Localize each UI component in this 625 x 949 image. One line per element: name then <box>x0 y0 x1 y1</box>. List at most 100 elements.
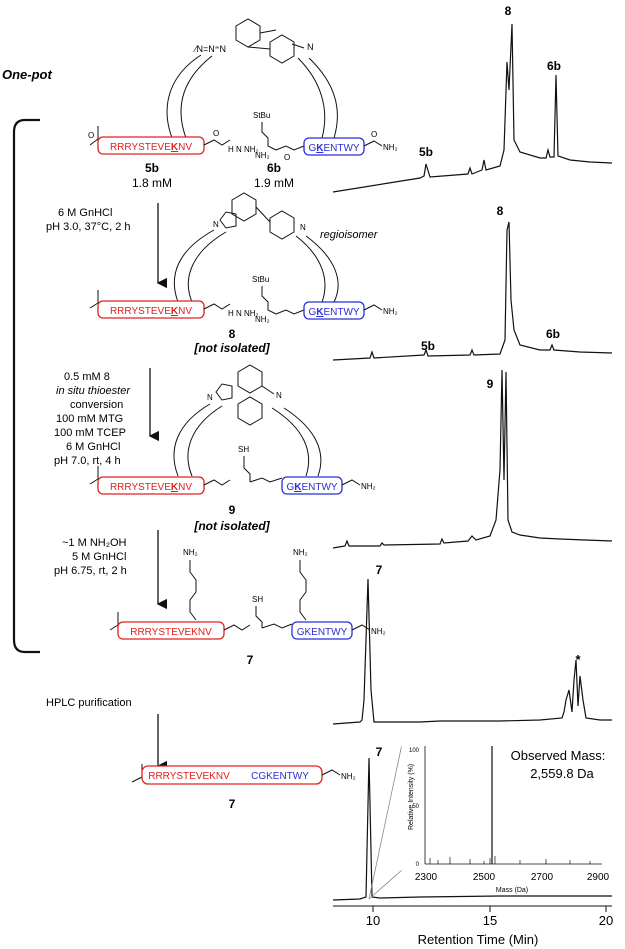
svg-text:0: 0 <box>416 862 420 868</box>
azide-label: ⁄N=N⁼N <box>193 44 226 54</box>
svg-text:pH 7.0, rt, 4 h: pH 7.0, rt, 4 h <box>54 455 121 467</box>
svg-text:2300: 2300 <box>415 872 438 883</box>
svg-text:100: 100 <box>409 748 420 754</box>
chromatograms <box>332 23 613 901</box>
svg-text:O: O <box>284 153 290 162</box>
t1-peak-8: 8 <box>505 4 512 18</box>
conc-5b: 1.8 mM <box>132 176 172 190</box>
regioisomer-label: regioisomer <box>320 229 379 241</box>
trace-4 <box>332 578 612 725</box>
trace-5 <box>332 757 612 901</box>
trace-3 <box>332 369 613 549</box>
t2-peak-5b: 5b <box>421 339 435 353</box>
svg-text:SH: SH <box>252 595 263 604</box>
note-8: [not isolated] <box>193 341 270 355</box>
t2-peak-8: 8 <box>497 204 504 218</box>
svg-text:2700: 2700 <box>531 872 554 883</box>
row4-structure: NH₂ NH₂ RRRYSTEVEKNV SH GKENTWY NH₂ 7 <box>109 548 386 667</box>
peptide-9-red-seq: RRRYSTEVEKNV <box>110 482 192 493</box>
svg-text:0.5 mM 8: 0.5 mM 8 <box>64 371 110 383</box>
peptide-7a-blue-seq: GKENTWY <box>297 627 348 638</box>
stbu-6b: StBu <box>253 111 270 120</box>
x-tick-15: 15 <box>483 913 497 928</box>
x-tick-10: 10 <box>366 913 380 928</box>
svg-text:6 M GnHCl: 6 M GnHCl <box>58 207 112 219</box>
row3-structure: N N RRRYSTEVEKNV SH GKENTWY NH₂ 9 [not i… <box>89 364 376 533</box>
x-tick-20: 20 <box>599 913 613 928</box>
svg-text:NH₂: NH₂ <box>361 482 376 491</box>
label-9: 9 <box>229 503 236 517</box>
svg-text:2900: 2900 <box>587 872 610 883</box>
svg-text:N: N <box>213 220 219 229</box>
inset-xlabel: Mass (Da) <box>496 887 528 894</box>
ms-inset: 100 50 0 Relative Intensity (%) 2300 250… <box>368 743 613 900</box>
svg-text:100 mM MTG: 100 mM MTG <box>56 413 123 425</box>
svg-text:6 M GnHCl: 6 M GnHCl <box>66 441 120 453</box>
svg-text:5 M GnHCl: 5 M GnHCl <box>72 551 126 563</box>
svg-text:N: N <box>207 393 213 402</box>
svg-text:NH₂: NH₂ <box>383 307 398 316</box>
step1-conditions: 6 M GnHCl pH 3.0, 37°C, 2 h <box>46 203 168 289</box>
label-6b: 6b <box>267 161 281 175</box>
svg-text:NH₂: NH₂ <box>293 548 308 557</box>
peptide-box-8-blue <box>303 301 365 320</box>
step2-conditions: 0.5 mM 8 in situ thioester conversion 10… <box>54 368 160 467</box>
svg-text:2500: 2500 <box>473 872 496 883</box>
peptide-box-9-blue <box>281 476 343 495</box>
conc-6b: 1.9 mM <box>254 176 294 190</box>
svg-text:NH₂: NH₂ <box>255 315 270 324</box>
svg-text:O: O <box>88 131 94 140</box>
svg-text:O: O <box>213 129 219 138</box>
t4-peak-star: * <box>575 652 581 667</box>
trace-1 <box>332 23 613 193</box>
svg-text:NH₂: NH₂ <box>371 627 386 636</box>
note-9: [not isolated] <box>193 519 270 533</box>
svg-text:H N NH₂: H N NH₂ <box>228 309 259 318</box>
svg-text:NH₂: NH₂ <box>255 151 270 160</box>
observed-mass-label: Observed Mass: <box>511 748 606 763</box>
x-axis: 10 15 20 Retention Time (Min) <box>333 905 613 947</box>
observed-mass-value: 2,559.8 Da <box>530 766 594 781</box>
svg-text:N: N <box>276 391 282 400</box>
peptide-box-6b <box>303 137 365 156</box>
svg-text:~1 M NH₂OH: ~1 M NH₂OH <box>62 537 127 549</box>
t1-peak-5b: 5b <box>419 145 433 159</box>
peptide-7a-red-seq: RRRYSTEVEKNV <box>130 627 212 638</box>
t3-peak-9: 9 <box>487 377 494 391</box>
svg-text:NH₂: NH₂ <box>383 143 398 152</box>
t2-peak-6b: 6b <box>546 327 560 341</box>
peptide-box-8-red <box>97 300 205 319</box>
peptide-9-blue-seq: GKENTWY <box>286 482 337 493</box>
svg-text:StBu: StBu <box>252 275 269 284</box>
final-blue-seq: CGKENTWY <box>251 771 309 782</box>
step4-conditions: HPLC purification <box>46 697 168 772</box>
svg-text:N: N <box>300 223 306 232</box>
svg-text:conversion: conversion <box>70 399 123 411</box>
t5-peak-7: 7 <box>376 745 383 759</box>
svg-text:pH 6.75, rt, 2 h: pH 6.75, rt, 2 h <box>54 565 127 577</box>
label-5b: 5b <box>145 161 159 175</box>
trace-2 <box>332 221 613 361</box>
peptide-box-7a-red <box>117 621 225 640</box>
step3-conditions: ~1 M NH₂OH 5 M GnHCl pH 6.75, rt, 2 h <box>54 530 168 610</box>
peptide-5b-seq: RRRYSTEVEKNV <box>110 142 192 153</box>
row1-structure: ⁄N=N⁼N N O RRRYSTEVEKNV O H N NH₂ StBu N… <box>88 18 398 190</box>
svg-text:HPLC purification: HPLC purification <box>46 697 132 709</box>
label-7a: 7 <box>247 653 254 667</box>
svg-text:pH 3.0, 37°C, 2 h: pH 3.0, 37°C, 2 h <box>46 221 131 233</box>
t4-peak-7: 7 <box>376 563 383 577</box>
svg-text:NH₂: NH₂ <box>341 772 356 781</box>
hydrazide-label: H N NH₂ <box>228 145 259 154</box>
inset-ylabel: Relative Intensity (%) <box>408 764 415 830</box>
svg-text:O: O <box>371 130 377 139</box>
row5-structure: RRRYSTEVEKNV CGKENTWY NH₂ 7 <box>131 764 356 811</box>
label-8: 8 <box>229 327 236 341</box>
sh-9: SH <box>238 445 249 454</box>
svg-text:in situ thioester: in situ thioester <box>56 385 131 397</box>
one-pot-bracket <box>12 118 40 654</box>
dbco-ring <box>235 18 305 64</box>
peptide-8-blue-seq: GKENTWY <box>308 307 359 318</box>
peptide-8-red-seq: RRRYSTEVEKNV <box>110 306 192 317</box>
x-axis-label: Retention Time (Min) <box>418 932 539 947</box>
